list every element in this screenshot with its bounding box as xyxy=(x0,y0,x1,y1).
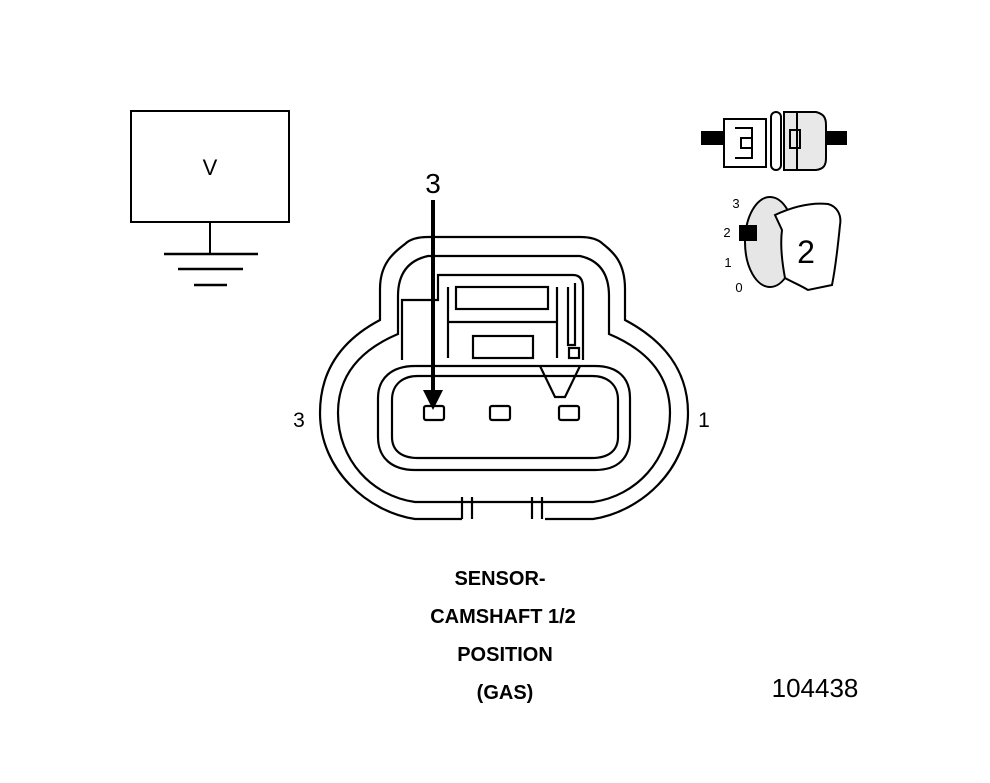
selector-position-value: 2 xyxy=(797,234,815,270)
mating-gap xyxy=(770,111,782,171)
mating-wire-left xyxy=(701,131,725,145)
pin-1 xyxy=(557,404,581,422)
pin-2 xyxy=(488,404,512,422)
latch-housing xyxy=(400,273,585,360)
selector-pointer xyxy=(739,225,757,241)
latch-lower-block xyxy=(471,334,535,360)
mating-connector-icon xyxy=(701,111,847,171)
probe-arrow-label: 3 xyxy=(425,168,441,199)
mating-plug-left xyxy=(723,118,767,168)
connector-left-label: 3 xyxy=(293,409,305,432)
pin-cavity-inner xyxy=(390,374,620,460)
probe-arrow xyxy=(423,200,443,410)
selector-scale-2: 2 xyxy=(723,225,730,240)
caption-line-3: POSITION xyxy=(457,644,553,666)
probe-arrow-head xyxy=(423,390,443,410)
keying-tab xyxy=(539,365,581,399)
mating-wire-right xyxy=(825,131,847,145)
pin-3 xyxy=(422,404,446,422)
connector xyxy=(318,235,690,521)
selector-scale-3: 3 xyxy=(732,196,739,211)
latch-center-block xyxy=(454,285,550,311)
selector-key xyxy=(773,202,842,292)
connector-right-label: 1 xyxy=(698,409,710,432)
selector-icon xyxy=(739,196,842,292)
mating-plug-right xyxy=(783,111,827,171)
latch-notch xyxy=(567,346,581,360)
caption-line-4: (GAS) xyxy=(477,682,534,704)
figure-id: 104438 xyxy=(772,673,859,703)
mating-plug-left-latch xyxy=(735,127,753,159)
pin-cavity-outer xyxy=(376,364,632,472)
mating-plug-right-slot xyxy=(789,129,801,149)
connector-inner-shell xyxy=(336,254,672,504)
connector-outer-shell xyxy=(318,235,690,521)
latch-guide xyxy=(566,283,577,347)
mating-plug-left-window xyxy=(740,137,753,149)
voltmeter-label: V xyxy=(203,155,218,180)
caption-line-2: CAMSHAFT 1/2 xyxy=(430,606,576,628)
voltmeter xyxy=(130,110,290,287)
selector-scale-0: 0 xyxy=(735,280,742,295)
selector-scale-1: 1 xyxy=(724,255,731,270)
caption-line-1: SENSOR- xyxy=(454,568,545,590)
